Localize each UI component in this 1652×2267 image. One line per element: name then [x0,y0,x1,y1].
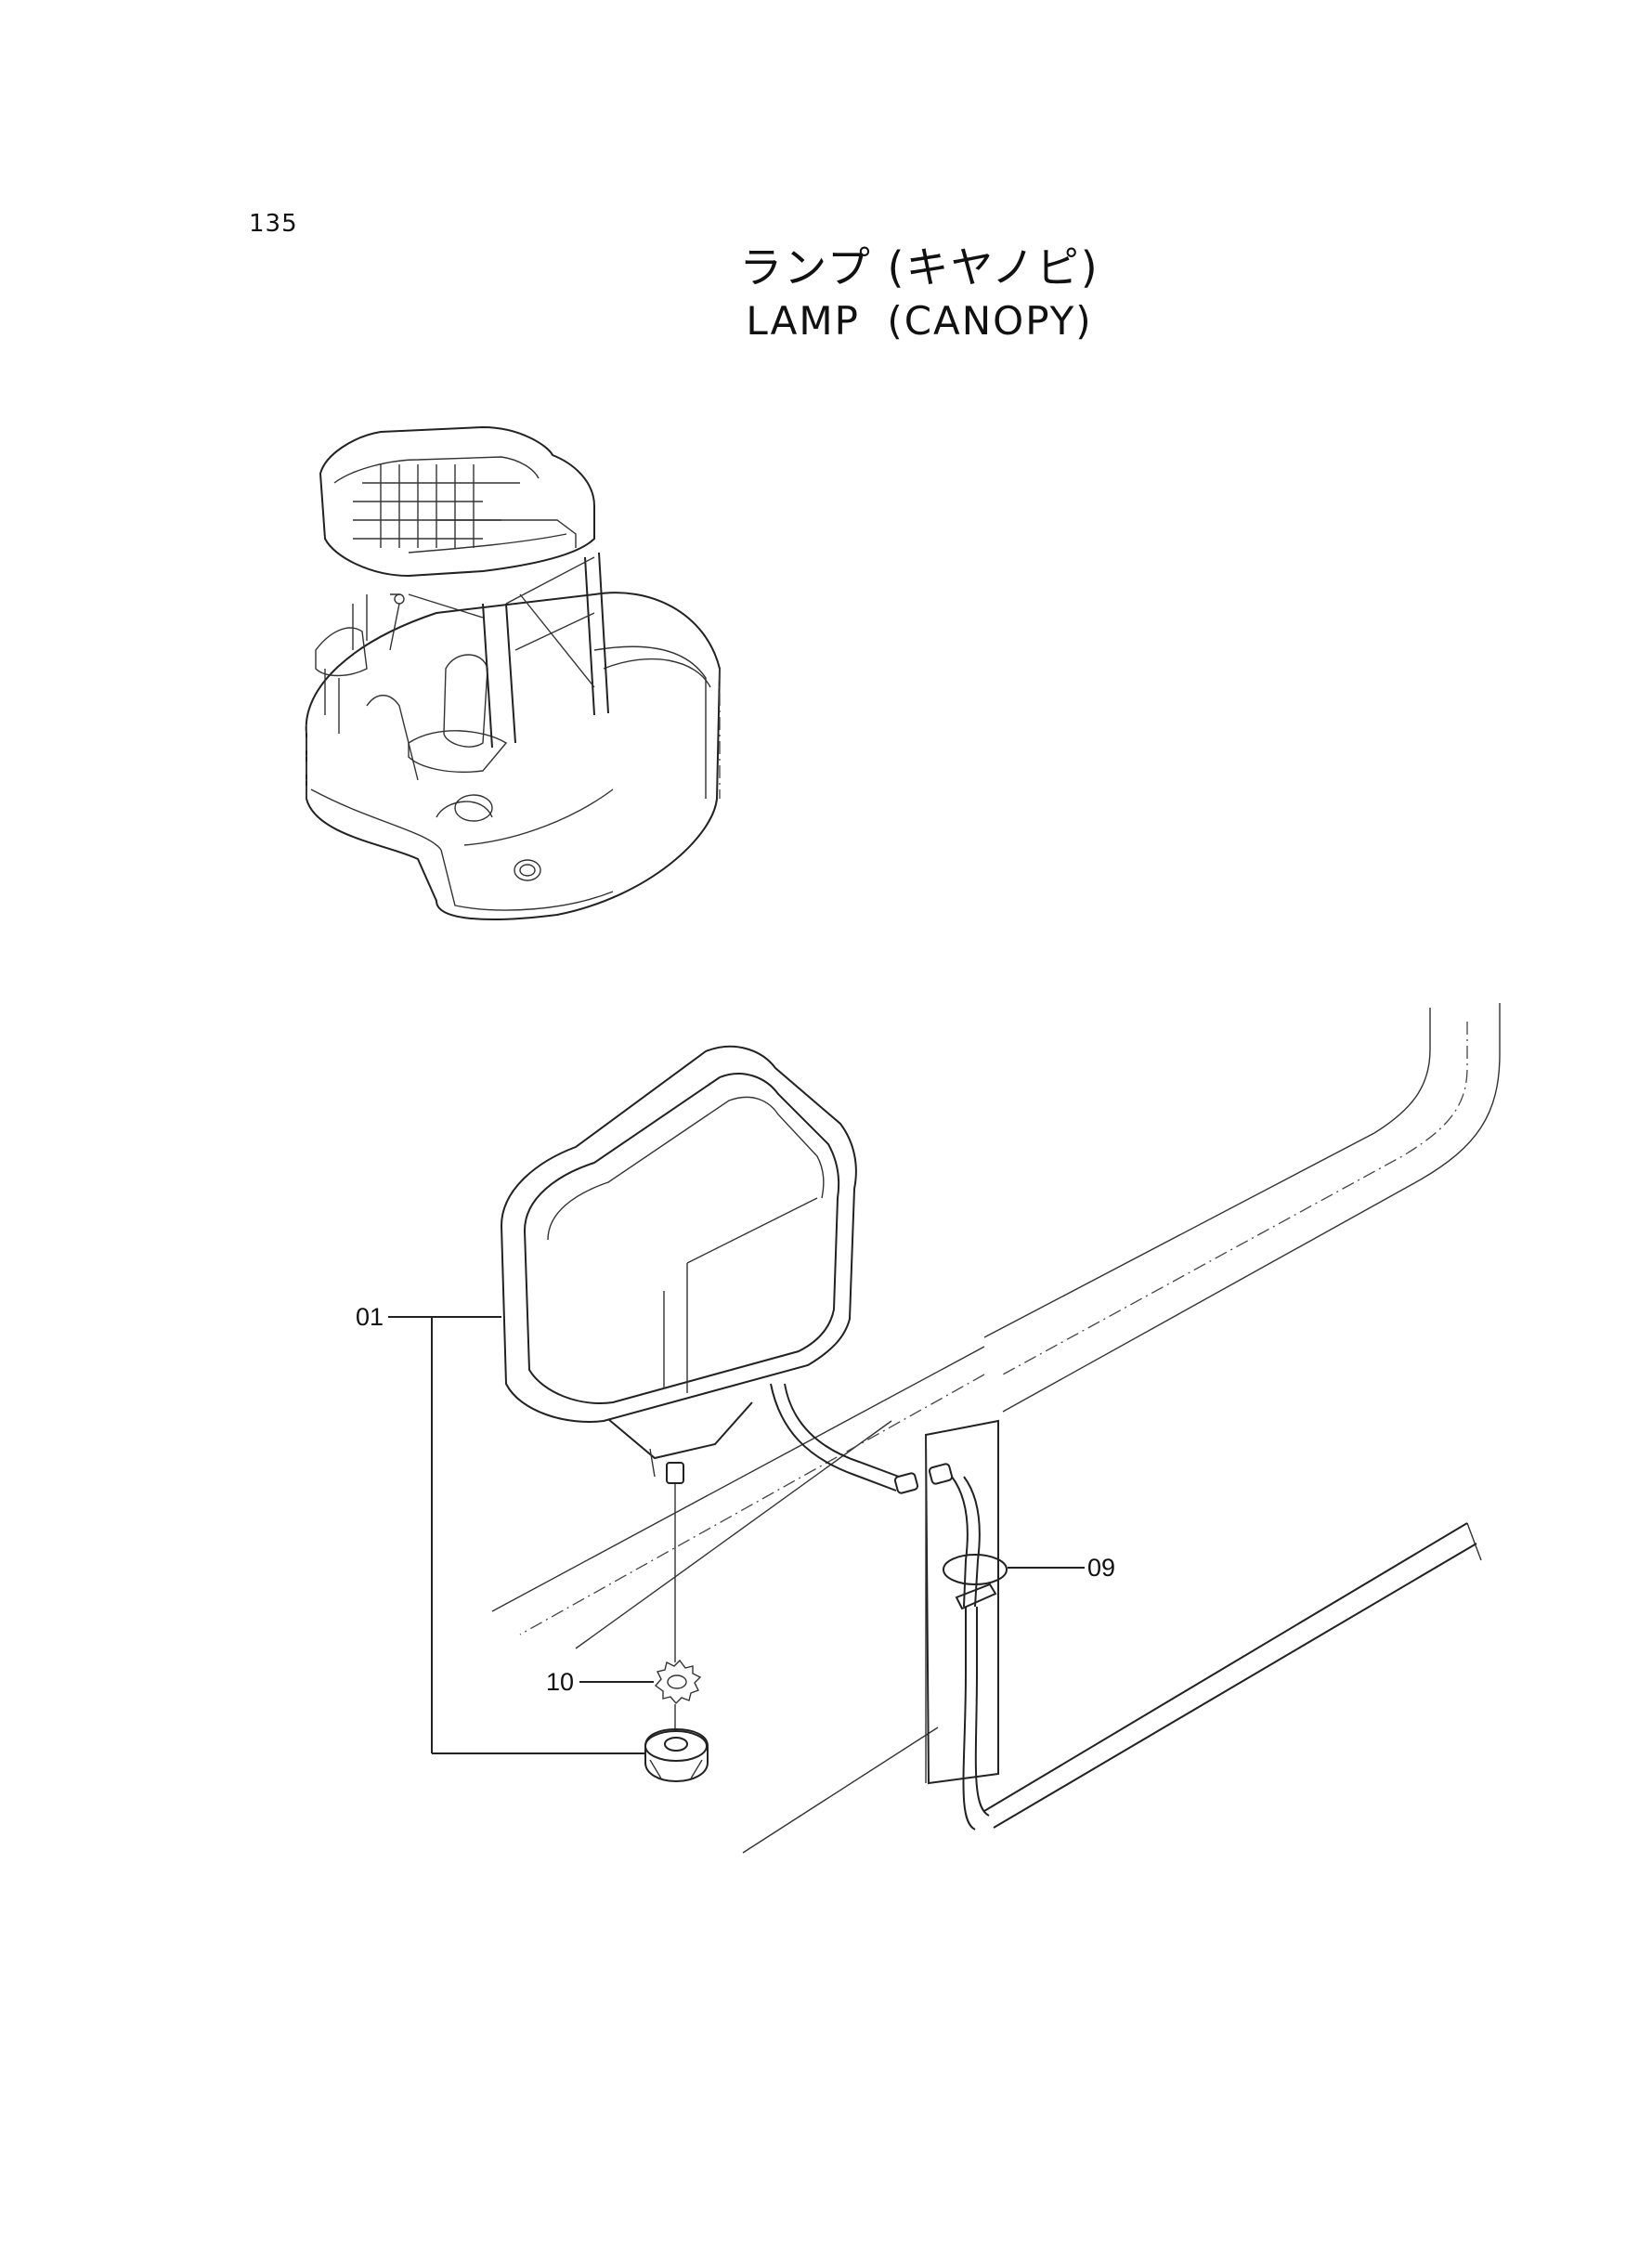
cable-tie [943,1554,1008,1831]
title-block: ランプ (キヤノピ) LAMP (CANOPY) [706,240,1133,347]
lamp-assembly [500,1045,981,1608]
machine-overview-illustration [305,425,722,920]
callout-10: 10 [546,1668,574,1696]
nut [644,1727,709,1783]
callout-09: 09 [1087,1554,1115,1582]
title-japanese: ランプ (キヤノピ) [739,242,1099,293]
title-english: LAMP (CANOPY) [746,298,1093,344]
canopy-frame-detail [491,1003,1501,1854]
leader-lines [388,1316,1085,1754]
lock-washer [654,1484,702,1732]
page-number: 135 [249,210,298,238]
callout-01: 01 [356,1303,384,1331]
